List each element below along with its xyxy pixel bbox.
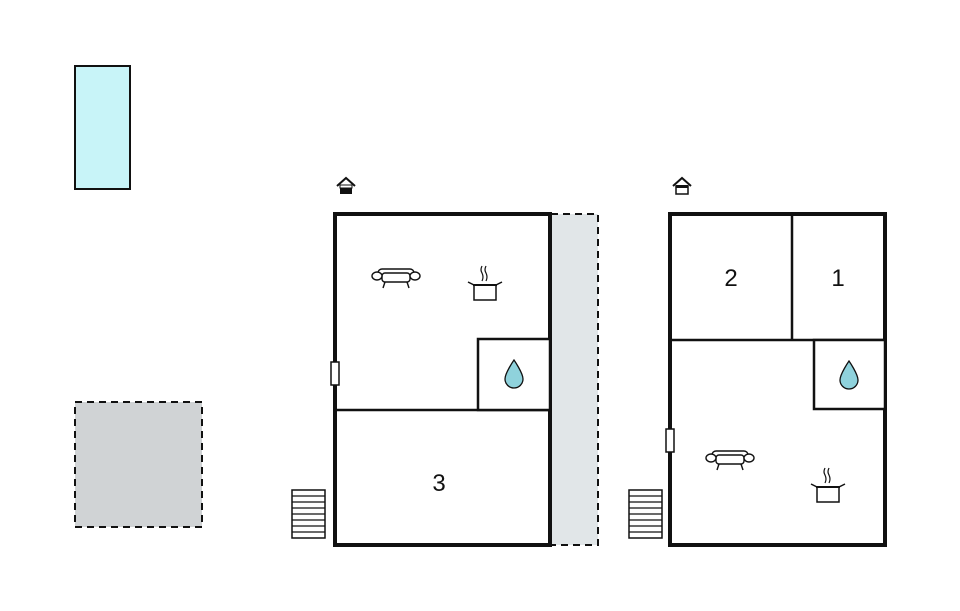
upper-floor: 2 1 bbox=[628, 176, 887, 547]
room-label-2: 2 bbox=[724, 265, 737, 292]
pool bbox=[74, 65, 131, 190]
terrace bbox=[74, 401, 203, 528]
ground-floor: 3 bbox=[291, 176, 599, 547]
stairs-icon bbox=[291, 489, 326, 539]
window-icon bbox=[665, 428, 675, 453]
water-drop-icon bbox=[839, 359, 859, 390]
room-label-3: 3 bbox=[432, 470, 445, 497]
entrance-icon bbox=[672, 176, 692, 195]
water-drop-icon bbox=[504, 358, 524, 389]
cooking-pot-icon bbox=[810, 467, 846, 503]
balcony bbox=[550, 213, 599, 546]
entrance-icon bbox=[336, 176, 356, 194]
room-label-1: 1 bbox=[831, 265, 844, 292]
stairs-icon bbox=[628, 489, 663, 539]
cooking-pot-icon bbox=[467, 265, 503, 301]
sofa-icon bbox=[371, 268, 421, 289]
ground-floor-walls bbox=[333, 212, 552, 547]
window-icon bbox=[330, 361, 340, 386]
sofa-icon bbox=[705, 450, 755, 471]
